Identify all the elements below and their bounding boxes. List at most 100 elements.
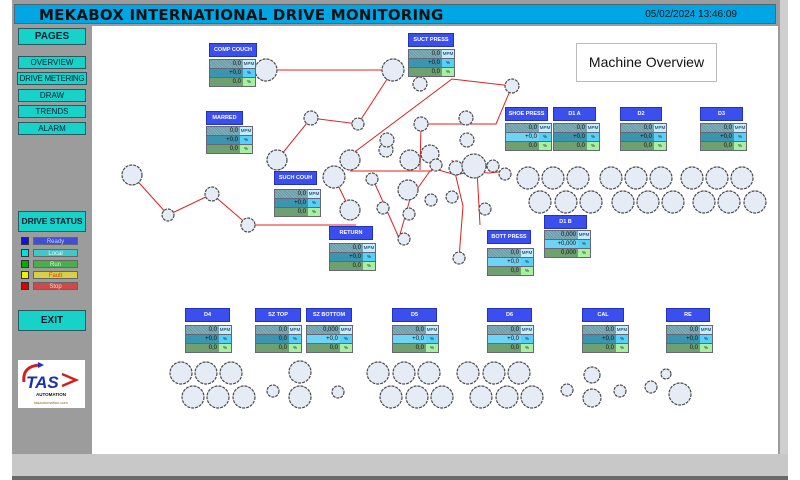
roll-icon — [266, 149, 288, 171]
drive-name[interactable]: RE — [666, 308, 710, 322]
bottom-bar — [12, 476, 788, 480]
drive-load-unit: % — [734, 133, 746, 141]
nav-drive-metering-button[interactable]: DRIVE METERING — [17, 72, 87, 85]
drive-speed-unit: MPM — [578, 231, 590, 239]
drive-name[interactable]: SUCT PRESS — [408, 33, 454, 47]
status-label: Local — [33, 249, 78, 257]
roll-icon — [405, 385, 429, 409]
roll-icon — [456, 361, 480, 385]
drive-speed-unit: MPM — [654, 124, 666, 132]
status-label: Fault — [33, 271, 78, 279]
drive-speed-unit: MPM — [289, 326, 301, 334]
status-label: Stop — [33, 282, 78, 290]
drive-ratio-unit: % — [442, 68, 454, 76]
drive-speed-unit: MPM — [442, 50, 454, 58]
drive-ratio-value: 0,0 — [488, 267, 521, 275]
drive-speed-unit: MPM — [426, 326, 438, 334]
roll-icon — [429, 158, 443, 172]
drive-load-unit: % — [240, 136, 252, 144]
drive-ratio-value: 0,0 — [554, 142, 587, 150]
status-color-swatch — [21, 282, 29, 290]
drive-ratio-row: 0,0% — [408, 67, 455, 77]
drive-load-value: +0,0 — [186, 335, 219, 343]
drive-name[interactable]: MARRED — [206, 111, 243, 125]
drive-load-unit: % — [308, 199, 320, 207]
drive-load-value: +0,0 — [621, 133, 654, 141]
drive-name[interactable]: D4 — [185, 308, 230, 322]
drive-load-unit: % — [654, 133, 666, 141]
roll-icon — [161, 208, 175, 222]
nav-trends-button[interactable]: TRENDS — [18, 105, 86, 118]
drive-load-unit: % — [700, 335, 712, 343]
drive-load-value: +0,0 — [667, 335, 700, 343]
drive-load-value: +0,0 — [207, 136, 240, 144]
drive-speed-unit: MPM — [521, 249, 533, 257]
svg-text:TAS: TAS — [26, 373, 59, 392]
drive-speed-unit: MPM — [734, 124, 746, 132]
drive-name[interactable]: BOTT PRESS — [487, 230, 531, 244]
drive-speed-value: 0,0 — [554, 124, 587, 132]
drive-name[interactable]: CAL — [582, 308, 624, 322]
drive-ratio-row: 0,0% — [582, 343, 629, 353]
drive-name[interactable]: D5 — [392, 308, 437, 322]
nav-alarm-button[interactable]: ALARM — [18, 122, 86, 135]
status-label: Run — [33, 260, 78, 268]
drive-speed-unit: MPM — [340, 326, 352, 334]
drive-name[interactable]: D1 A — [553, 107, 596, 121]
drive-load-unit: % — [442, 59, 454, 67]
roll-icon — [397, 232, 411, 246]
exit-button[interactable]: EXIT — [18, 310, 86, 331]
drive-speed-value: 0,0 — [701, 124, 734, 132]
roll-icon — [206, 385, 230, 409]
drive-load-value: +0,0 — [554, 133, 587, 141]
drive-ratio-row: 0,0% — [487, 266, 534, 276]
status-color-swatch — [21, 237, 29, 245]
roll-icon — [583, 366, 601, 384]
drive-ratio-unit: % — [654, 142, 666, 150]
drive-load-unit: % — [243, 69, 255, 77]
drive-name[interactable]: SZ TOP — [255, 308, 301, 322]
drive-speed-value: 0,000 — [307, 326, 340, 334]
drive-ratio-unit: % — [289, 344, 301, 352]
bottom-strip — [12, 454, 788, 476]
roll-icon — [322, 165, 346, 189]
drive-name[interactable]: SZ BOTTOM — [306, 308, 352, 322]
drive-name[interactable]: SHOE PRESS — [505, 107, 548, 121]
drive-speed-unit: MPM — [219, 326, 231, 334]
header-bar: MEKABOX INTERNATIONAL DRIVE MONITORING 0… — [14, 4, 776, 24]
drive-ratio-row: 0,0% — [700, 141, 747, 151]
nav-overview-button[interactable]: OVERVIEW — [18, 56, 86, 69]
drive-name[interactable]: D2 — [620, 107, 662, 121]
drive-load-unit: % — [219, 335, 231, 343]
drive-name[interactable]: RETURN — [329, 226, 373, 240]
drive-name[interactable]: D1 B — [544, 215, 587, 229]
drive-name[interactable]: D6 — [487, 308, 532, 322]
nav-draw-button[interactable]: DRAW — [18, 89, 86, 102]
window-frame-right — [780, 0, 788, 480]
roll-icon — [303, 110, 319, 126]
drive-ratio-value: 0,0 — [409, 68, 442, 76]
drive-ratio-unit: % — [243, 78, 255, 86]
drive-name[interactable]: D3 — [700, 107, 743, 121]
drive-speed-value: 0,000 — [545, 231, 578, 239]
roll-icon — [636, 190, 660, 214]
drive-name[interactable]: COMP COUCH — [209, 43, 257, 57]
drive-status-header: DRIVE STATUS — [18, 211, 86, 232]
drive-ratio-unit: % — [426, 344, 438, 352]
drive-name[interactable]: SUCH COUH — [274, 171, 317, 185]
drive-ratio-row: 0,0% — [505, 141, 552, 151]
roll-icon — [365, 172, 379, 186]
roll-icon — [412, 76, 428, 92]
roll-icon — [520, 385, 544, 409]
drive-ratio-unit: % — [700, 344, 712, 352]
roll-icon — [169, 361, 193, 385]
drive-load-unit: % — [539, 133, 551, 141]
drive-ratio-unit: % — [521, 267, 533, 275]
drive-ratio-unit: % — [340, 344, 352, 352]
drive-load-value: +0,0 — [275, 199, 308, 207]
drive-load-value: +0,0 — [583, 335, 616, 343]
